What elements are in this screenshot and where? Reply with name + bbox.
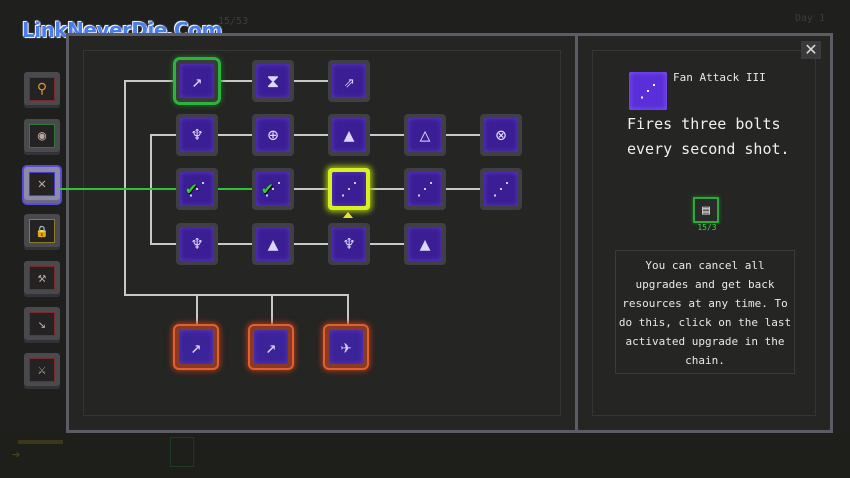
node-spiral-fan[interactable]: ⋰ (480, 168, 522, 210)
node-triple-streak[interactable]: ⇗ (328, 60, 370, 102)
triple-streak-icon: ⇗ (343, 70, 355, 92)
resource-cost: ▤ (693, 197, 719, 223)
arrowhead-glow-icon: ▲ (267, 233, 279, 255)
hud-slot (170, 437, 194, 467)
sidebar-item-locked[interactable]: 🔒 (24, 214, 60, 250)
node-fan-attack-3[interactable]: ⋰ (328, 168, 370, 210)
shield-icon: ◉ (37, 128, 47, 144)
hint-text: You can cancel all upgrades and get back… (618, 259, 792, 367)
node-crossbow-circle[interactable]: ⊕ (252, 114, 294, 156)
crossbow-icon: ✕ (37, 176, 47, 192)
skill-info-panel (575, 33, 833, 433)
swift-bolt-icon: ↗ (191, 70, 203, 92)
checkmark-icon: ✔ (262, 178, 273, 199)
node-pierce-triangle[interactable]: △ (404, 114, 446, 156)
arrowhead-icon: ▲ (343, 124, 355, 146)
lock-icon: 🔒 (35, 224, 49, 238)
fan-attack-icon: ⋰ (188, 178, 206, 200)
lightning-bolt-icon: ↗ (190, 336, 202, 358)
sidebar-item-axe[interactable]: ⚒ (24, 261, 60, 297)
checkmark-icon: ✔ (186, 178, 197, 199)
node-swift-bolt[interactable]: ↗ (176, 60, 218, 102)
skill-description: Fires three bolts every second shot. (627, 115, 790, 158)
hud-bar (18, 440, 63, 444)
node-lightning-bolt[interactable]: ↗ (175, 326, 217, 368)
winged-bolt-icon: ✈ (340, 336, 352, 358)
selection-caret-icon (343, 212, 353, 218)
sidebar-item-spear[interactable]: ↘ (24, 307, 60, 343)
crossbow-stance-icon: ♆ (191, 124, 203, 146)
node-crossbow-target[interactable]: ⊗ (480, 114, 522, 156)
node-arrowhead-glow[interactable]: ▲ (252, 223, 294, 265)
pierce-triangle-icon: △ (419, 124, 431, 146)
crossbow-circle-icon: ⊕ (267, 124, 279, 146)
fire-fan-icon: ⋰ (416, 178, 434, 200)
heavy-crossbow-icon: ♆ (191, 233, 203, 255)
sidebar-item-staff[interactable]: ⚲ (24, 72, 60, 108)
spear-icon: ↘ (37, 316, 47, 332)
node-arrowhead-fire[interactable]: ▲ (404, 223, 446, 265)
sidebar-item-sword[interactable]: ⚔ (24, 353, 60, 389)
sidebar-item-crossbow[interactable]: ✕ (24, 167, 60, 203)
node-twin-crossbow[interactable]: ♆ (328, 223, 370, 265)
cost-amount: 15/3 (697, 223, 717, 232)
fan-attack-icon: ⋰ (629, 72, 667, 110)
fan-attack-icon: ⋰ (340, 178, 358, 200)
twin-crossbow-icon: ♆ (343, 233, 355, 255)
node-arrowhead[interactable]: ▲ (328, 114, 370, 156)
skill-title: Fan Attack III (673, 71, 766, 84)
node-winged-bolt[interactable]: ✈ (325, 326, 367, 368)
fan-attack-icon: ⋰ (264, 178, 282, 200)
close-button[interactable]: ✕ (801, 41, 821, 59)
node-fan-attack-2[interactable]: ⋰ ✔ (252, 168, 294, 210)
arrowhead-fire-icon: ▲ (419, 233, 431, 255)
fire-bolt-icon: ↗ (265, 336, 277, 358)
sword-icon: ⚔ (37, 362, 47, 378)
background-hud: ➔ (0, 433, 850, 478)
frame-inner-border (83, 50, 561, 416)
axe-icon: ⚒ (37, 270, 47, 286)
crossbow-target-icon: ⊗ (495, 124, 507, 146)
node-crossbow-stance[interactable]: ♆ (176, 114, 218, 156)
frame-inner-border (592, 50, 816, 416)
node-heavy-crossbow[interactable]: ♆ (176, 223, 218, 265)
sidebar-item-shield[interactable]: ◉ (24, 119, 60, 155)
resource-counter: 15/53 (218, 16, 249, 27)
arrow-icon: ➔ (12, 447, 21, 463)
crossbow-hourglass-icon: ⧗ (266, 70, 280, 92)
staff-icon: ⚲ (36, 81, 48, 97)
skill-tree-panel (66, 33, 578, 433)
spiral-fan-icon: ⋰ (492, 178, 510, 200)
node-fan-attack-1[interactable]: ⋰ ✔ (176, 168, 218, 210)
hint-box (615, 250, 795, 374)
day-counter: Day 1 (795, 13, 826, 24)
metal-ingot-icon: ▤ (702, 202, 710, 218)
node-fire-bolt[interactable]: ↗ (250, 326, 292, 368)
node-crossbow-hourglass[interactable]: ⧗ (252, 60, 294, 102)
node-fire-fan[interactable]: ⋰ (404, 168, 446, 210)
